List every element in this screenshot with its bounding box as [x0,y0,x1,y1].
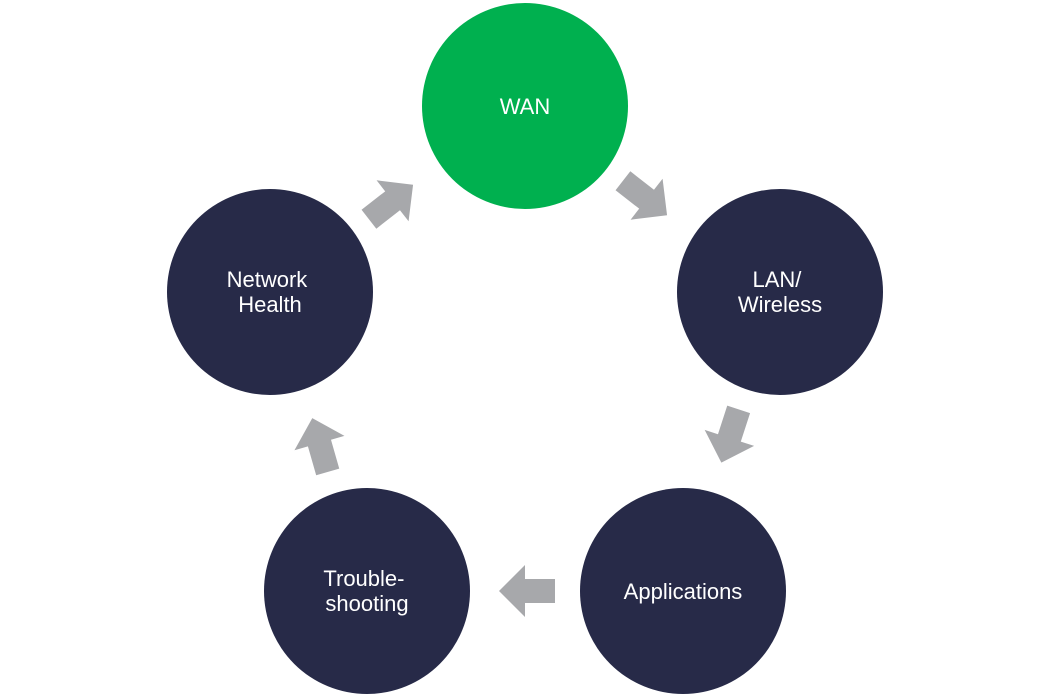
node-troubleshooting-label-line-2: shooting [325,591,408,616]
svg-text:LAN/ Wireless: LAN/ Wireless [738,267,822,317]
arrow-wan-to-lan-wireless [615,171,668,220]
node-wan: WAN [422,3,628,209]
node-lan-wireless-label-line-1: LAN/ [752,267,802,292]
arrow-troubleshooting-to-network-health [294,418,345,476]
node-applications-label-line-1: Applications [624,579,743,604]
node-lan-wireless-circle [677,189,883,395]
node-troubleshooting-label-line-1: Trouble- [323,566,404,591]
node-network-health: Network Health [167,189,373,395]
node-wan-circle [422,3,628,209]
node-network-health-label-line-2: Health [238,292,302,317]
node-troubleshooting: Trouble- shooting [264,488,470,694]
node-network-health-label-line-1: Network [227,267,309,292]
node-lan-wireless: LAN/ Wireless [677,189,883,395]
arrow-network-health-to-wan [361,180,414,229]
node-wan-label-line-1: WAN [500,94,551,119]
svg-text:Applications: Applications [624,579,743,604]
node-applications-circle [580,488,786,694]
node-lan-wireless-label-line-2: Wireless [738,292,822,317]
node-troubleshooting-circle [264,488,470,694]
svg-text:WAN: WAN [500,94,551,119]
svg-text:Trouble- shooting: Trouble- shooting [323,566,410,616]
node-network-health-circle [167,189,373,395]
arrow-applications-to-troubleshooting [499,565,555,617]
svg-text:Network Health: Network Health [227,267,314,317]
node-applications: Applications [580,488,786,694]
arrow-lan-wireless-to-applications [704,405,755,463]
